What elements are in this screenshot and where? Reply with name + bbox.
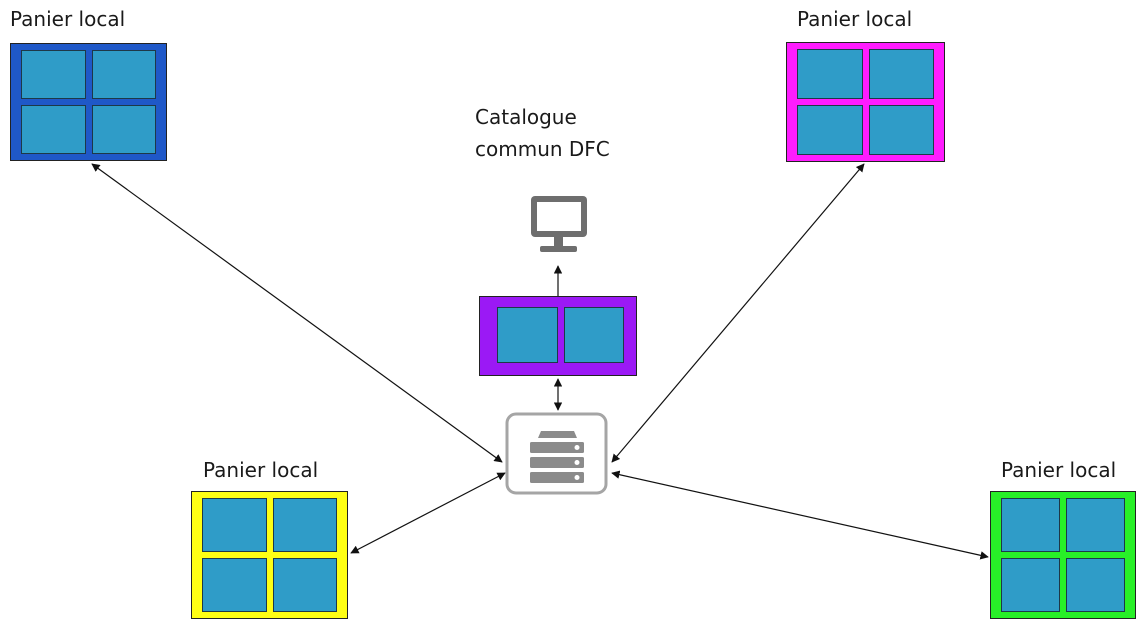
monitor-icon [531, 196, 587, 252]
basket-tile [202, 558, 267, 612]
edge-server-top-right [611, 163, 865, 463]
basket-top-right [786, 42, 945, 162]
basket-tile [272, 498, 337, 552]
basket-tile [202, 498, 267, 552]
basket-tile [21, 105, 86, 154]
basket-bottom-left [191, 491, 348, 619]
label-basket-top-right: Panier local [797, 7, 913, 31]
basket-tile [868, 49, 934, 99]
basket-tile [272, 558, 337, 612]
label-catalogue-line1: Catalogue [475, 105, 577, 129]
label-basket-bottom-right: Panier local [1001, 458, 1117, 482]
edge-server-bottom-left [350, 472, 506, 554]
basket-tile [1001, 558, 1060, 612]
basket-tile [797, 49, 863, 99]
basket-tile [868, 105, 934, 155]
basket-tile [1066, 498, 1125, 552]
basket-tile [91, 50, 156, 99]
basket-tile [797, 105, 863, 155]
label-catalogue-line2: commun DFC [475, 137, 610, 161]
basket-bottom-right [990, 491, 1136, 619]
label-basket-bottom-left: Panier local [203, 458, 319, 482]
basket-tile [497, 307, 558, 363]
label-basket-top-left: Panier local [10, 7, 126, 31]
edge-server-bottom-right [611, 470, 989, 560]
basket-tile [21, 50, 86, 99]
basket-tile [563, 307, 624, 363]
basket-tile [1001, 498, 1060, 552]
server-icon [505, 412, 608, 495]
basket-tile [1066, 558, 1125, 612]
catalogue-basket [479, 296, 637, 376]
basket-tile [91, 105, 156, 154]
edge-server-top-left [91, 163, 503, 463]
basket-top-left [10, 43, 167, 161]
